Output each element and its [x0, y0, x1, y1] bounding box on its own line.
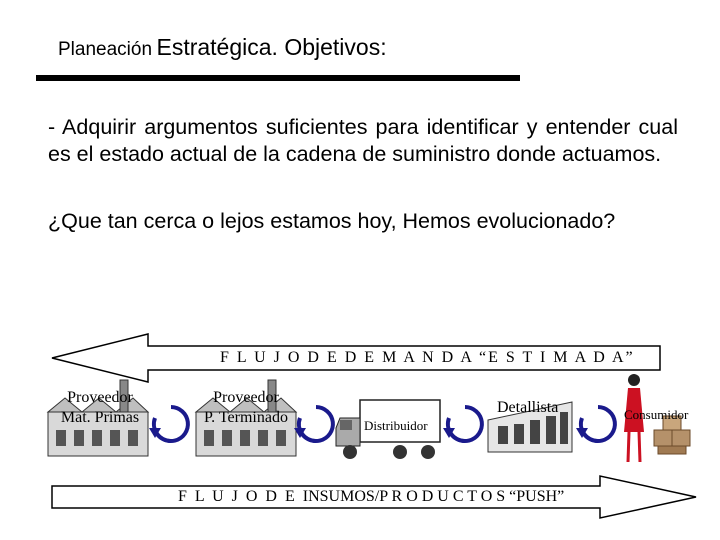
node-proveedor-mat-primas: Proveedor Mat. Primas: [52, 388, 148, 428]
supply-flow-label-suffix: INSUMOS/P R O D U C T O S “PUSH”: [302, 488, 565, 505]
factory-icon: [46, 379, 150, 457]
node-detallista: Detallista: [497, 399, 559, 416]
demand-flow-arrow: [51, 333, 661, 383]
node-label-line: Proveedor: [213, 389, 279, 406]
node-label-line: Proveedor: [67, 389, 133, 406]
title-underline: [36, 75, 520, 81]
slide-title: Planeación Estratégica. Objetivos:: [58, 34, 387, 61]
cycle-arrow-icon: [443, 405, 484, 444]
node-consumidor: Consumidor: [624, 407, 689, 422]
demand-flow-label: F L U J O D E D E M A N D A “E S T I M A…: [220, 349, 635, 366]
supply-flow-arrow: [51, 475, 697, 519]
objective-paragraph: - Adquirir argumentos suficientes para i…: [48, 115, 678, 166]
consumer-figure-icon: [624, 374, 644, 463]
node-label-line: P. Terminado: [204, 409, 288, 426]
cycle-arrow-icon: [294, 405, 335, 444]
supply-flow-label: F L U J O D E INSUMOS/P R O D U C T O S …: [178, 488, 564, 506]
cycle-arrow-icon: [576, 405, 617, 444]
title-prefix: Planeación: [58, 39, 153, 60]
node-label-line: Mat. Primas: [60, 409, 140, 426]
title-main: Estratégica. Objetivos:: [156, 34, 387, 60]
supply-flow-label-prefix: F L U J O D E: [178, 488, 297, 505]
boxes-icon: [653, 415, 691, 455]
node-proveedor-p-terminado: Proveedor P. Terminado: [194, 388, 298, 428]
truck-icon: [335, 399, 441, 459]
question-paragraph: ¿Que tan cerca o lejos estamos hoy, Hemo…: [48, 209, 616, 233]
node-distribuidor: Distribuidor: [364, 418, 428, 433]
cycle-arrow-icon: [149, 405, 190, 444]
factory-icon: [194, 379, 298, 457]
warehouse-icon: [487, 401, 573, 453]
